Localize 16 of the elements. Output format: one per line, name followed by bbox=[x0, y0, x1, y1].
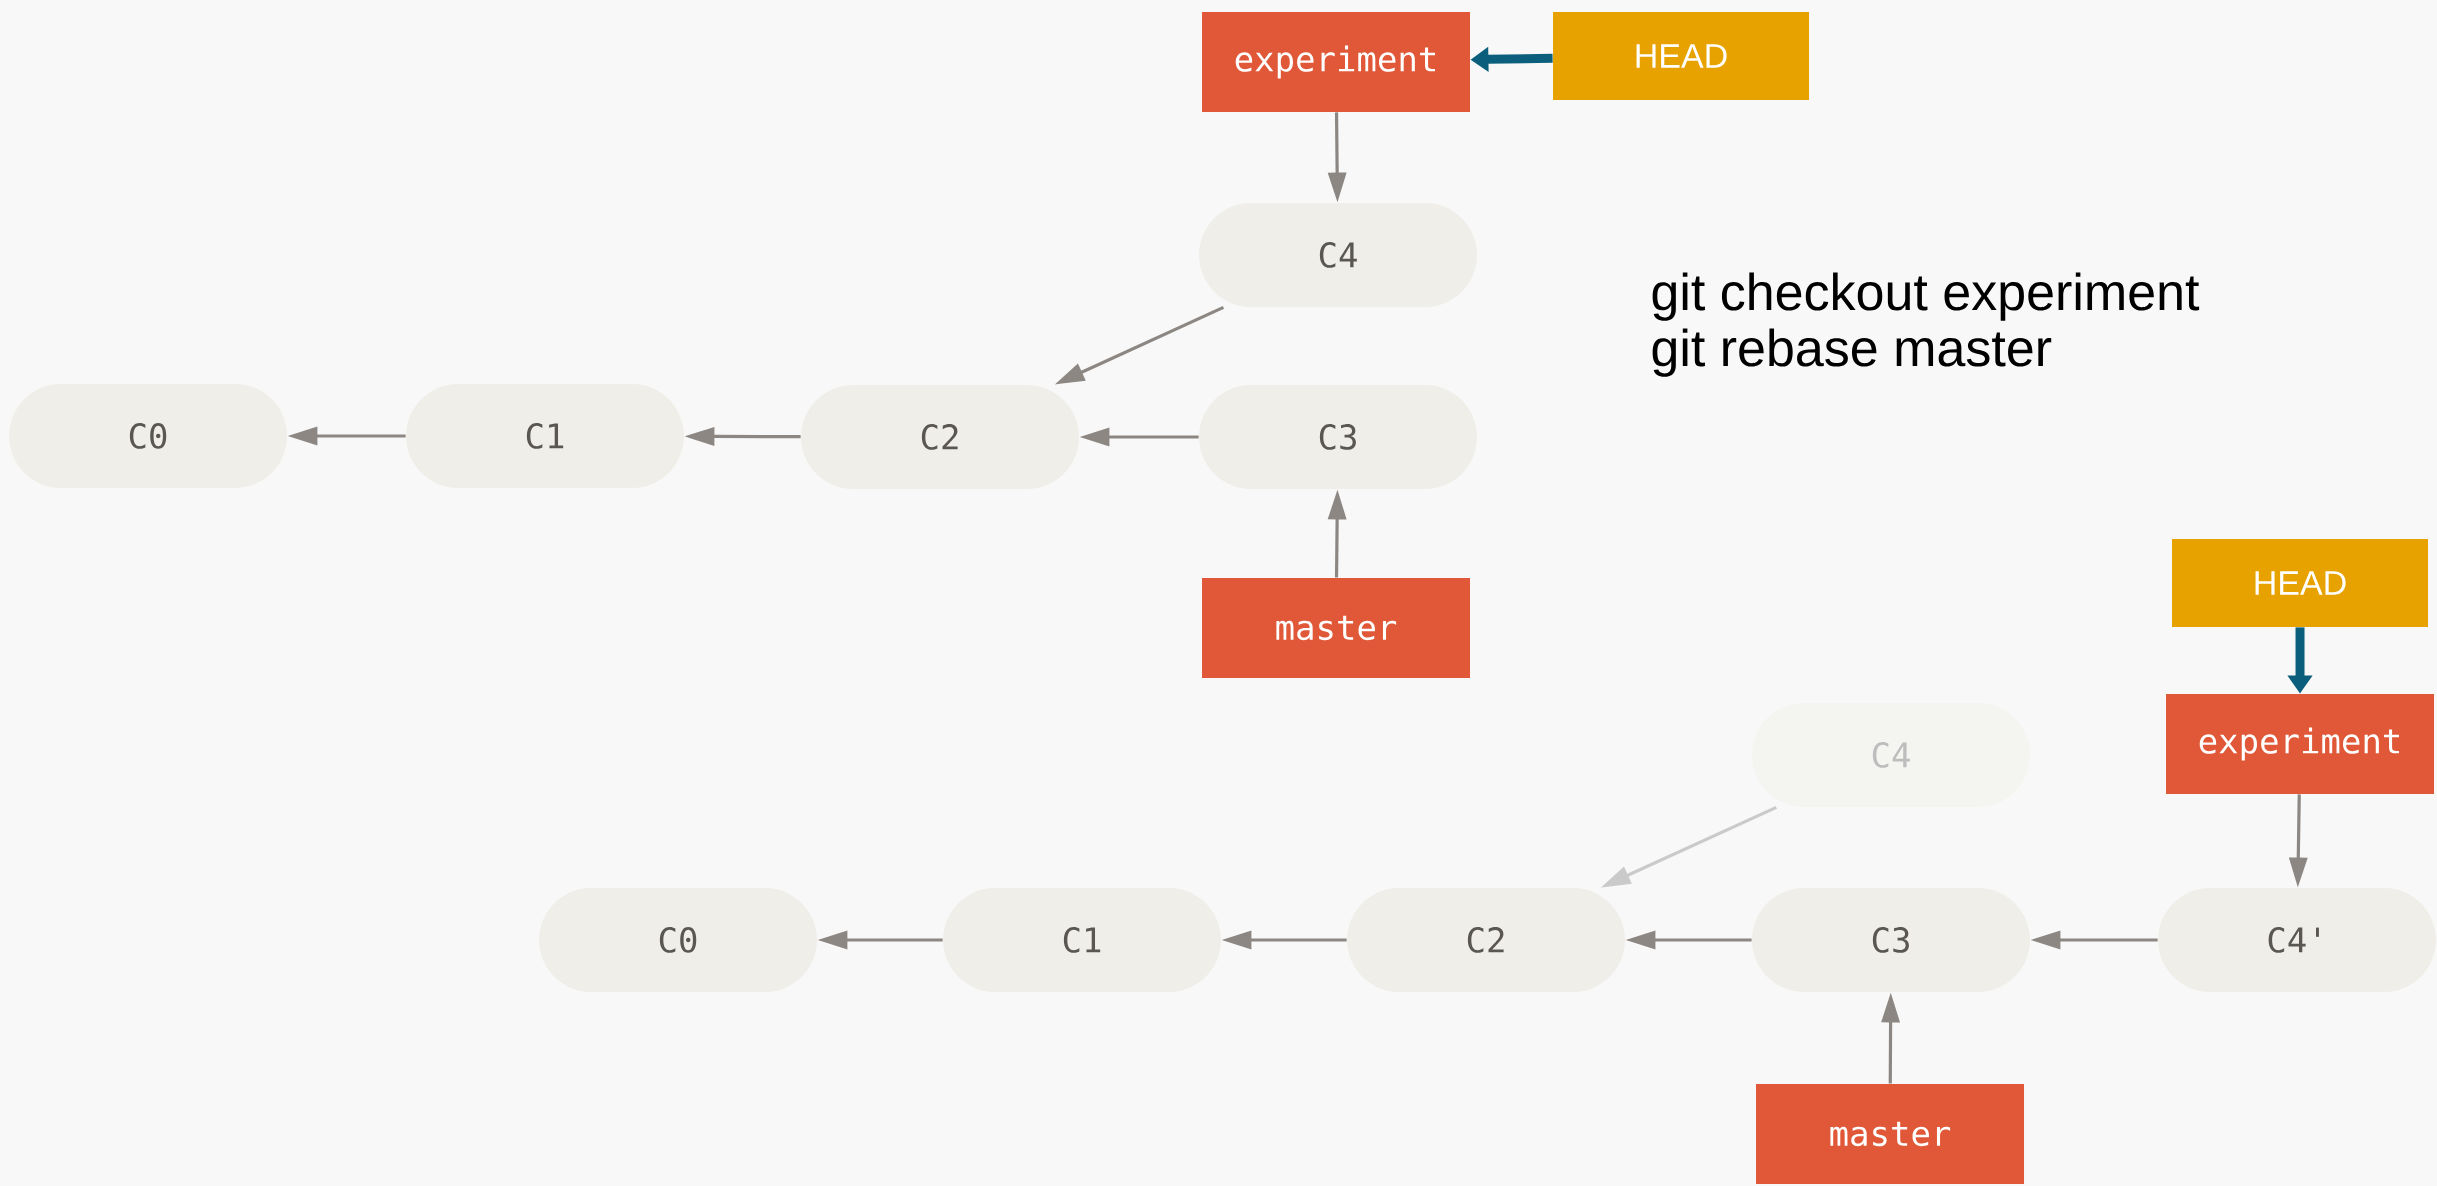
command-text: git checkout experiment bbox=[1652, 272, 2200, 321]
commit-pill: C1 bbox=[943, 888, 1221, 992]
branch-label-box: experiment bbox=[1202, 12, 1470, 112]
branch-label-box: master bbox=[1756, 1084, 2024, 1184]
command-text: git rebase master bbox=[1652, 328, 2052, 377]
commit-pill: C0 bbox=[539, 888, 817, 992]
head-pointer-box: HEAD bbox=[2172, 539, 2428, 627]
commit-pill: C1 bbox=[406, 384, 684, 488]
commit-pill: C3 bbox=[1752, 888, 2030, 992]
head-pointer-box: HEAD bbox=[1553, 12, 1809, 100]
commit-pill: C0 bbox=[9, 384, 287, 488]
commit-pill: C4' bbox=[2158, 888, 2436, 992]
commit-pill: C2 bbox=[1347, 888, 1625, 992]
branch-label-box: experiment bbox=[2166, 694, 2434, 794]
branch-label-box: master bbox=[1202, 578, 1470, 678]
commit-pill: C4 bbox=[1199, 203, 1477, 307]
